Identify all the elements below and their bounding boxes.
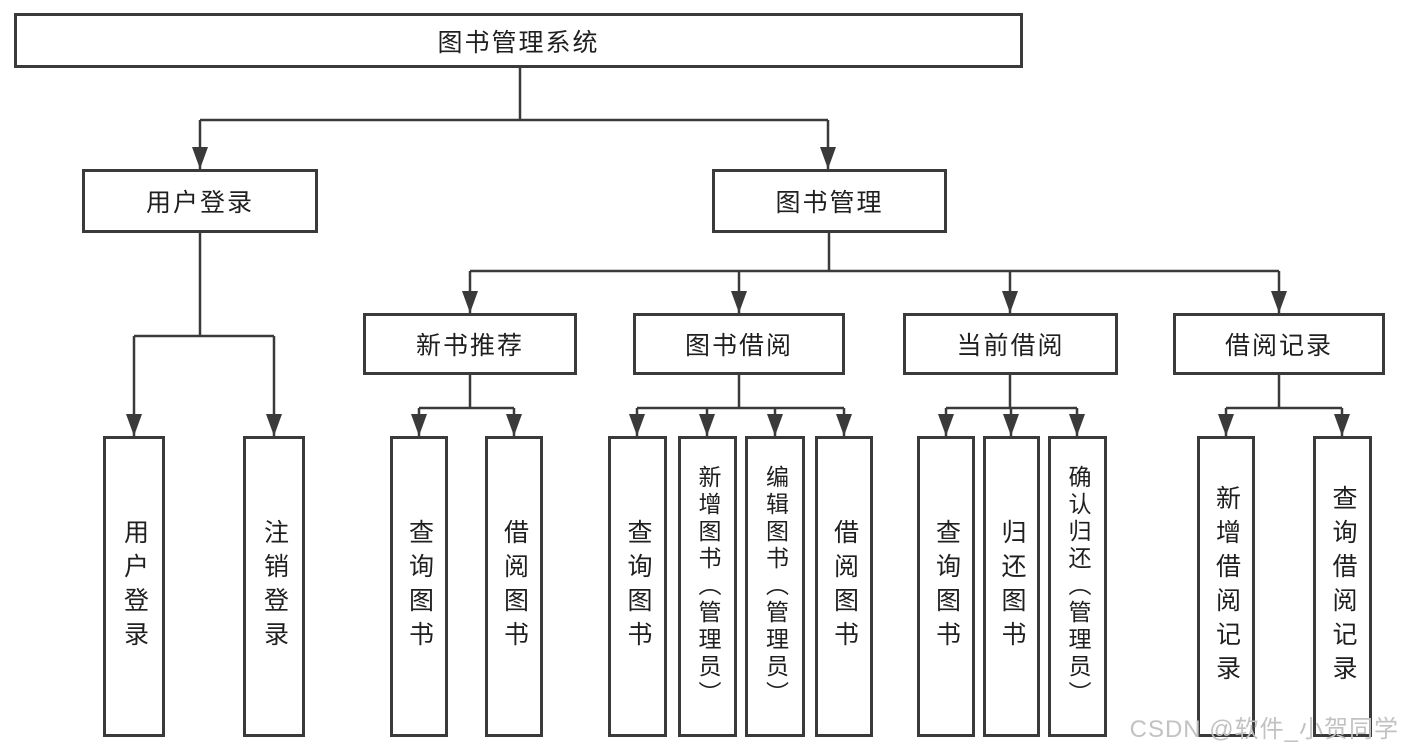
leaf-user-login: 用户登录 [103,436,165,737]
node-label: 查询图书 [624,518,652,655]
node-user-login: 用户登录 [82,169,318,233]
node-book-borrow: 图书借阅 [633,313,845,375]
node-label: 借阅图书 [500,518,529,655]
node-label: 用户登录 [120,518,149,655]
node-label: 查询借阅记录 [1329,484,1357,689]
node-system-root: 图书管理系统 [14,13,1023,68]
leaf-query-books-recommend: 查询图书 [390,436,448,737]
node-label: 查询图书 [932,518,961,655]
node-label: 借阅图书 [830,518,859,655]
leaf-query-books-borrow: 查询图书 [608,436,667,737]
connector-new-book-children [411,375,522,436]
leaf-borrow-books-recommend: 借阅图书 [485,436,543,737]
node-borrow-records: 借阅记录 [1173,313,1385,375]
connector-book-management-children [462,233,1287,313]
leaf-query-borrow-record: 查询借阅记录 [1313,436,1372,737]
node-label: 新增借阅记录 [1212,484,1241,689]
leaf-borrow-books: 借阅图书 [815,436,873,737]
node-label: 用户登录 [145,189,254,217]
node-label: 图书管理 [775,189,884,217]
node-label: 查询图书 [405,518,434,655]
node-label: 确认归还（管理员） [1065,465,1091,708]
connector-root-to-level2 [192,68,836,169]
node-current-borrow: 当前借阅 [903,313,1118,375]
connector-borrow-records-children [1218,375,1350,436]
node-label: 当前借阅 [956,332,1065,360]
csdn-watermark: CSDN @软件_小贺同学 [1129,716,1399,743]
node-label: 借阅记录 [1224,332,1333,360]
leaf-add-borrow-record: 新增借阅记录 [1197,436,1255,737]
leaf-confirm-return-admin: 确认归还（管理员） [1048,436,1107,737]
connector-user-login-children [126,233,282,436]
leaf-add-book-admin: 新增图书（管理员） [678,436,737,737]
node-label: 新书推荐 [415,332,524,360]
leaf-logout: 注销登录 [243,436,305,737]
node-label: 新增图书（管理员） [695,465,721,708]
node-label: 图书借阅 [684,332,793,360]
leaf-return-book: 归还图书 [983,436,1040,737]
node-book-management: 图书管理 [712,169,947,233]
node-label: 归还图书 [998,518,1026,655]
node-label: 注销登录 [260,518,289,655]
connector-book-borrow-children [629,375,852,436]
connector-current-borrow-children [938,375,1085,436]
node-label: 图书管理系统 [437,28,600,57]
leaf-edit-book-admin: 编辑图书（管理员） [745,436,805,737]
node-new-book-recommend: 新书推荐 [363,313,577,375]
leaf-query-books-current: 查询图书 [917,436,975,737]
node-label: 编辑图书（管理员） [762,465,789,708]
